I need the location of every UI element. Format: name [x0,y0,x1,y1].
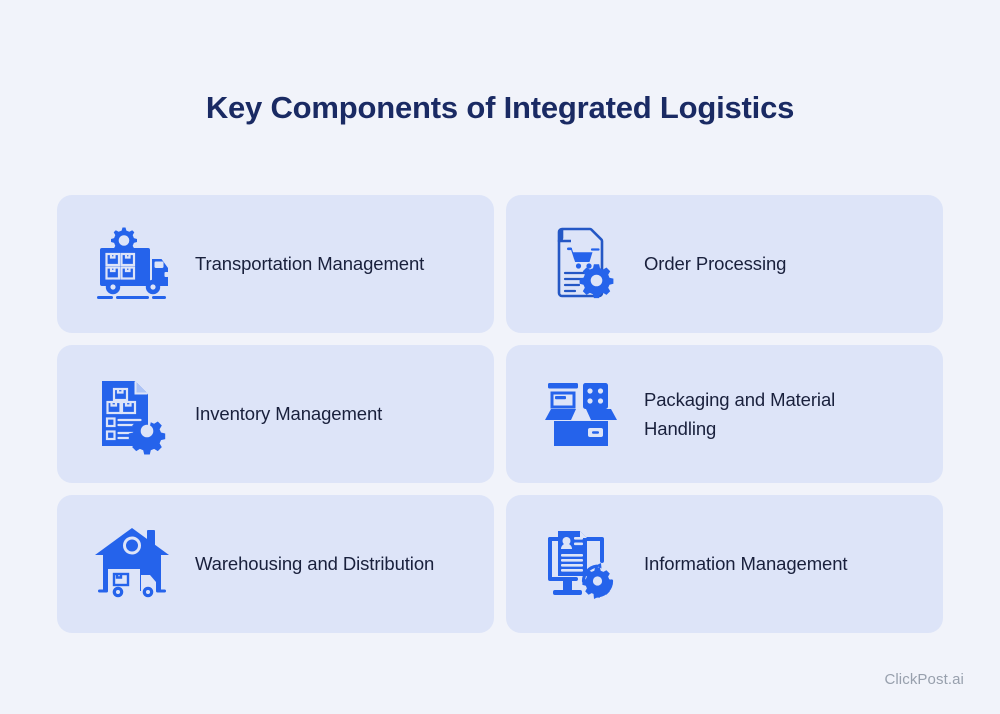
document-with-cart-and-gear-icon [540,223,622,305]
component-card-label: Inventory Management [195,403,383,425]
component-card-information-management[interactable]: Information Management [506,494,943,633]
watermark: ClickPost.ai [884,671,964,688]
component-card-label: Order Processing [644,253,787,275]
component-card-packaging-and-material-handling[interactable]: Packaging and Material Handling [506,344,943,483]
component-card-order-processing[interactable]: Order Processing [506,194,943,333]
warehouse-with-truck-icon [91,523,173,605]
page-title: Key Components of Integrated Logistics [205,90,795,125]
inventory-document-with-gear-icon [91,373,173,455]
truck-with-boxes-and-gear-icon [91,223,173,305]
components-grid: Transportation Management [57,194,943,633]
component-card-transportation-management[interactable]: Transportation Management [57,194,494,333]
component-card-inventory-management[interactable]: Inventory Management [57,344,494,483]
component-card-label: Packaging and Material Handling [644,388,836,439]
component-card-label: Warehousing and Distribution [195,553,435,575]
open-box-packaging-icon [540,373,622,455]
component-card-warehousing-and-distribution[interactable]: Warehousing and Distribution [57,494,494,633]
component-card-label: Information Management [644,553,848,575]
monitor-document-with-gear-icon [540,523,622,605]
component-card-label: Transportation Management [195,253,425,275]
